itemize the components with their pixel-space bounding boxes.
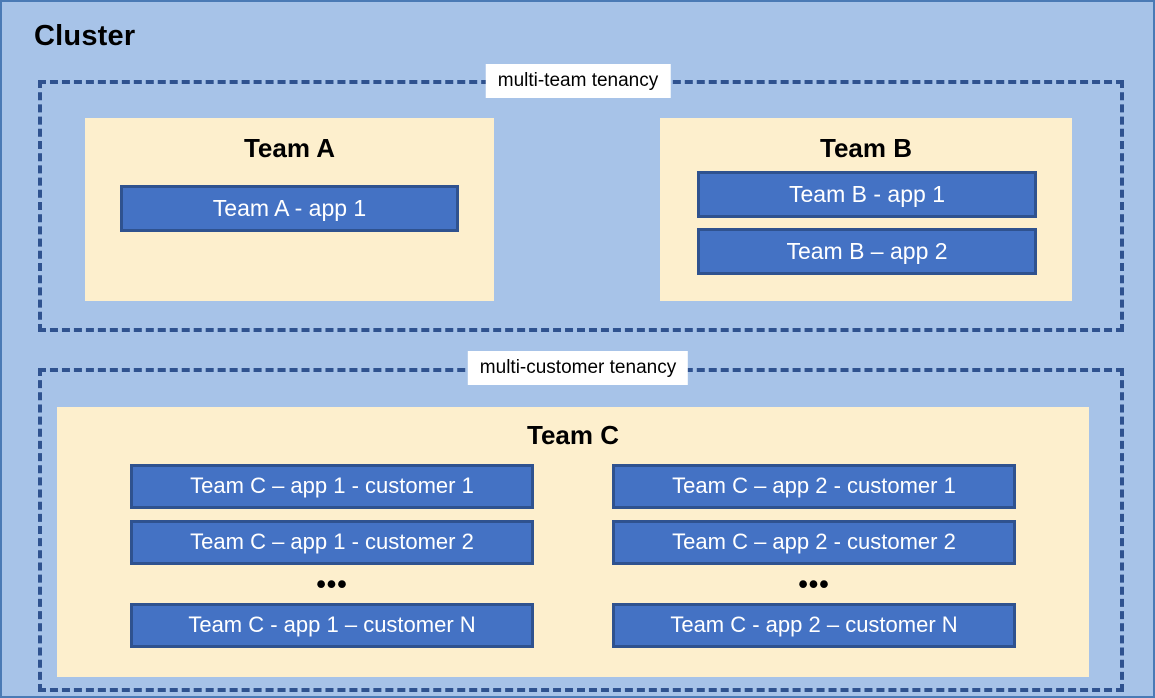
team-heading-team-a: Team A — [243, 133, 336, 163]
app-list-team-c: Team C – app 1 - customer 1 Team C – app… — [57, 450, 1089, 648]
app-column-team-c-app-1: Team C – app 1 - customer 1 Team C – app… — [130, 463, 534, 648]
team-heading-team-c: Team C — [527, 420, 619, 450]
app-box-team-c-app-1-customer-2[interactable]: Team C – app 1 - customer 2 — [130, 519, 534, 565]
app-box-team-c-app-1-customer-n[interactable]: Team C - app 1 – customer N — [130, 602, 534, 648]
ellipsis-team-c-app-2: ••• — [798, 568, 830, 599]
app-column-team-c-app-2: Team C – app 2 - customer 1 Team C – app… — [612, 463, 1016, 648]
tenancy-label-multi-customer: multi-customer tenancy — [467, 351, 689, 385]
app-list-team-b: Team B - app 1 Team B – app 2 — [697, 170, 1037, 275]
team-heading-team-b: Team B — [820, 133, 912, 163]
app-list-team-a: Team A - app 1 — [120, 184, 459, 232]
team-box-team-a: Team A Team A - app 1 — [85, 118, 494, 301]
app-box-team-c-app-2-customer-2[interactable]: Team C – app 2 - customer 2 — [612, 519, 1016, 565]
app-box-team-c-app-1-customer-1[interactable]: Team C – app 1 - customer 1 — [130, 463, 534, 509]
cluster-title: Cluster — [34, 20, 136, 52]
team-box-team-c: Team C Team C – app 1 - customer 1 Team … — [57, 407, 1089, 677]
team-box-team-b: Team B Team B - app 1 Team B – app 2 — [660, 118, 1072, 301]
app-box-team-b-app-2[interactable]: Team B – app 2 — [697, 227, 1037, 275]
app-box-team-b-app-1[interactable]: Team B - app 1 — [697, 170, 1037, 218]
app-box-team-c-app-2-customer-n[interactable]: Team C - app 2 – customer N — [612, 602, 1016, 648]
ellipsis-team-c-app-1: ••• — [316, 568, 348, 599]
tenancy-label-multi-team: multi-team tenancy — [485, 64, 671, 98]
app-box-team-c-app-2-customer-1[interactable]: Team C – app 2 - customer 1 — [612, 463, 1016, 509]
app-box-team-a-app-1[interactable]: Team A - app 1 — [120, 184, 459, 232]
